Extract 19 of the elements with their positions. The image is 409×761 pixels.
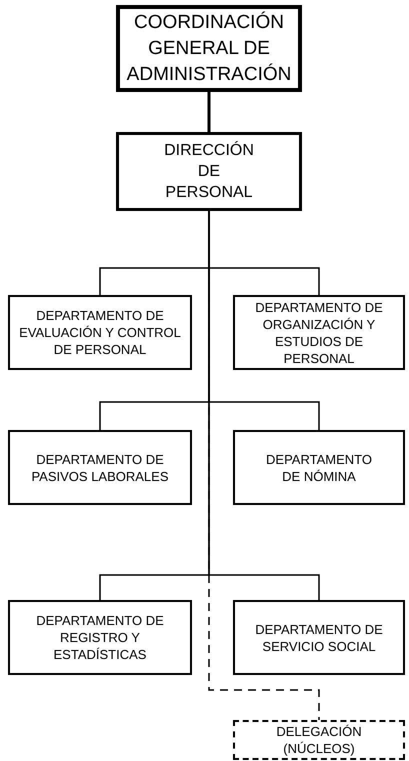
unit-title: DIRECCIÓN DE PERSONAL	[163, 140, 255, 203]
unit-title: DEPARTAMENTO DE EVALUACIÓN Y CONTROL DE PERSONAL	[18, 307, 182, 358]
org-unit-box	[233, 600, 405, 675]
unit-title: COORDINACIÓN GENERAL DE ADMINISTRACIÓN	[126, 10, 292, 86]
unit-title: DELEGACIÓN (NÚCLEOS)	[275, 723, 363, 757]
unit-title: DEPARTAMENTO DE PASIVOS LABORALES	[30, 450, 170, 484]
org-unit-box	[233, 720, 405, 760]
org-unit-box	[8, 430, 192, 505]
org-unit-box	[8, 295, 192, 370]
connector-line	[208, 92, 210, 132]
unit-title: DEPARTAMENTO DE NÓMINA	[265, 450, 373, 484]
org-unit-box	[116, 5, 302, 92]
org-unit-box	[8, 600, 192, 675]
unit-title: DEPARTAMENTO DE SERVICIO SOCIAL	[254, 620, 384, 654]
unit-title: DEPARTAMENTO DE REGISTRO Y ESTADÍSTICAS	[35, 612, 165, 663]
org-unit-box	[233, 430, 405, 505]
unit-title: DEPARTAMENTO DE ORGANIZACIÓN Y ESTUDIOS DE PERSONAL	[254, 298, 384, 366]
org-unit-box	[233, 295, 405, 370]
org-unit-box	[116, 132, 302, 211]
